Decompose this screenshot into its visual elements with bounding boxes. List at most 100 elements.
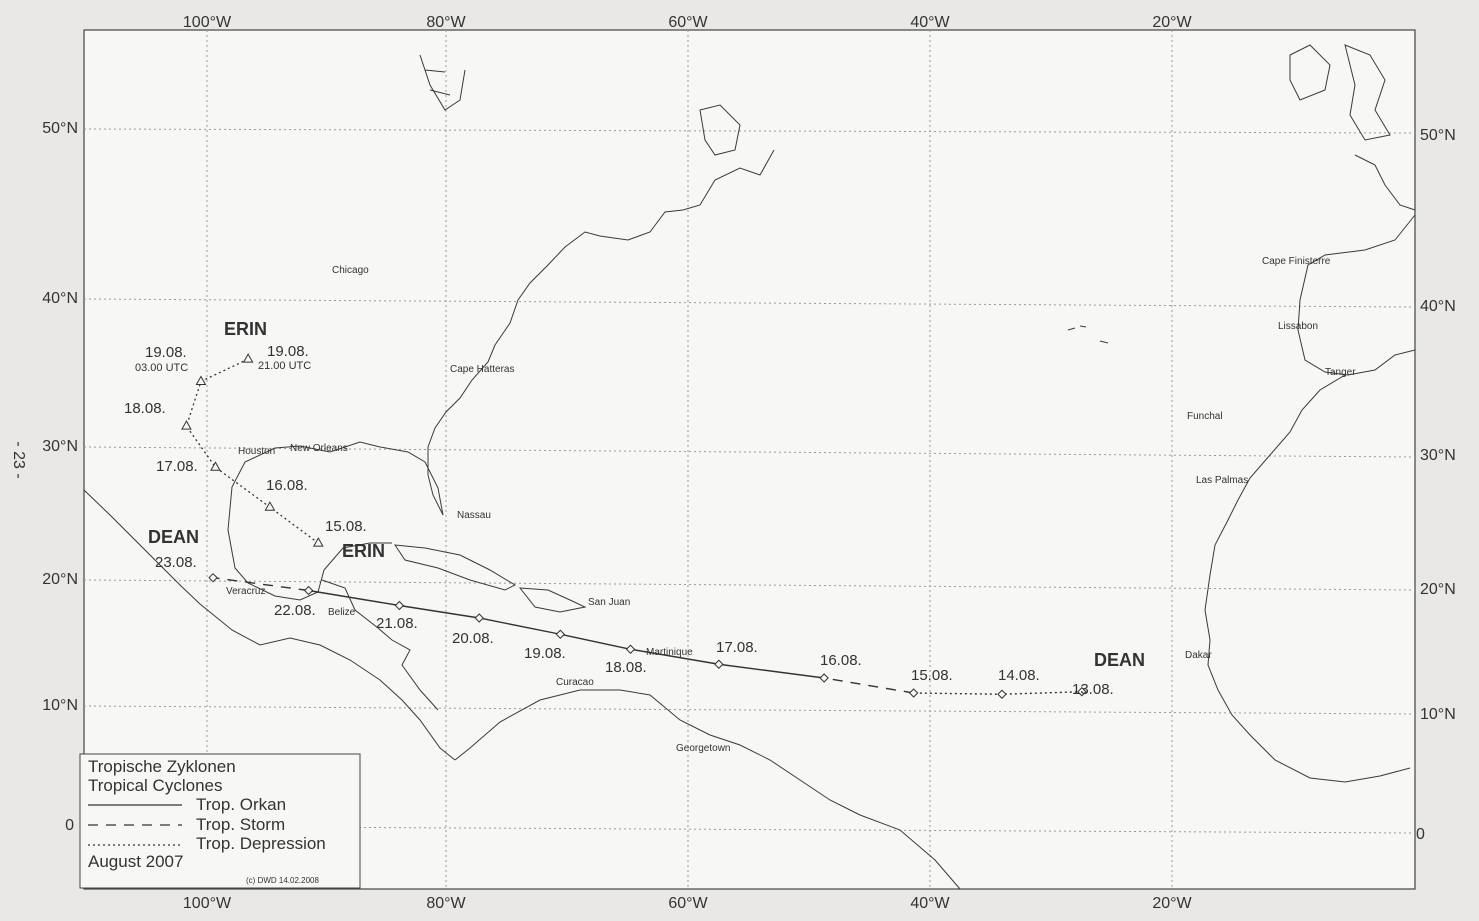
british-isles [1289, 44, 1391, 141]
city-label: Veracruz [226, 586, 265, 597]
dean-diamond-marker [1077, 687, 1087, 697]
city-label: Tanger [1325, 367, 1356, 378]
legend-depression: Trop. Depression [196, 834, 326, 853]
dean-date-label: 13.08. [1072, 681, 1114, 698]
dean-date-label: 17.08. [716, 639, 758, 656]
newfoundland [699, 104, 741, 156]
dean-diamond-marker [625, 644, 636, 654]
parallel-20n [83, 579, 1416, 591]
coastlines [83, 44, 1416, 890]
lat-label: 30°N [1420, 447, 1456, 464]
erin-triangle-marker [312, 537, 324, 547]
parallel-40n [83, 298, 1416, 308]
lat-label: 40°N [1420, 298, 1456, 315]
dean-diamond-marker [474, 613, 484, 623]
dean-name-west: DEAN [148, 527, 199, 547]
dean-track-storm [212, 576, 309, 592]
legend-storm: Trop. Storm [196, 815, 285, 834]
city-label: Houston [238, 446, 275, 457]
lon-label: 100°W [183, 895, 232, 912]
legend: Tropische Zyklonen Tropical Cyclones Tro… [79, 753, 361, 889]
city-label: Cape Hatteras [450, 364, 514, 375]
erin-triangle-marker [210, 461, 221, 471]
city-label: Chicago [332, 265, 369, 276]
erin-date-label: 15.08. [325, 518, 367, 535]
erin-date-label: 19.08. [145, 344, 187, 361]
erin-name-north: ERIN [224, 319, 267, 339]
city-label: Cape Finisterre [1262, 256, 1331, 267]
erin-name-south: ERIN [342, 541, 385, 561]
erin-time-label: 21.00 UTC [258, 360, 311, 372]
parallel-30n [83, 446, 1416, 458]
lat-labels-right: 50°N 40°N 30°N 20°N 10°N 0 [1416, 127, 1456, 843]
north-america-east-coast [227, 149, 775, 601]
lon-label: 80°W [426, 895, 466, 912]
lat-label: 20°N [42, 571, 78, 588]
lat-label: 20°N [1420, 581, 1456, 598]
lon-labels-bottom: 100°W 80°W 60°W 40°W 20°W [183, 895, 1193, 912]
africa-west-coast [1204, 374, 1411, 783]
dean-diamond-marker [908, 688, 919, 698]
city-label: San Juan [588, 597, 630, 608]
city-label: Dakar [1185, 650, 1212, 661]
erin-triangle-marker [264, 501, 276, 511]
city-label: Georgetown [676, 743, 730, 754]
lat-label: 10°N [1420, 706, 1456, 723]
track-markers [181, 353, 1087, 699]
dean-diamond-marker [997, 689, 1007, 699]
lat-label: 30°N [42, 438, 78, 455]
legend-period: August 2007 [88, 852, 183, 871]
dean-date-labels: 13.08. 14.08. 15.08. 16.08. 17.08. 18.08… [155, 554, 1114, 698]
dean-date-label: 23.08. [155, 554, 197, 571]
map-frame [83, 29, 1416, 890]
erin-date-label: 18.08. [124, 400, 166, 417]
erin-date-labels: 15.08. 16.08. 17.08. 18.08. 19.08. 03.00… [124, 343, 367, 535]
lat-label: 10°N [42, 697, 78, 714]
legend-title-de: Tropische Zyklonen [88, 757, 236, 776]
central-america [83, 489, 456, 761]
lon-label: 40°W [910, 895, 950, 912]
parallel-50n [83, 128, 1416, 134]
dean-diamond-marker [208, 572, 218, 583]
lat-label: 50°N [42, 120, 78, 137]
erin-date-label: 19.08. [267, 343, 309, 360]
city-label: Lissabon [1278, 321, 1318, 332]
parallel-10n [83, 705, 1416, 715]
cuba [393, 544, 517, 591]
lat-label: 0 [65, 817, 74, 834]
lon-label: 80°W [426, 14, 466, 31]
lat-labels-left: 50°N 40°N 30°N 20°N 10°N 0 [42, 120, 78, 834]
dean-date-label: 20.08. [452, 630, 494, 647]
city-label: Las Palmas [1196, 475, 1248, 486]
city-label: Curacao [556, 677, 594, 688]
dean-diamond-marker [303, 585, 314, 596]
page-number: - 23 - [10, 441, 27, 478]
legend-copyright: (c) DWD 14.02.2008 [246, 876, 319, 885]
dean-diamond-marker [714, 659, 724, 669]
lat-label: 40°N [42, 290, 78, 307]
legend-box [79, 753, 361, 889]
dean-date-label: 15.08. [911, 667, 953, 684]
lon-label: 100°W [183, 14, 232, 31]
south-america [454, 689, 961, 890]
france [1354, 154, 1416, 211]
dean-date-label: 22.08. [274, 602, 316, 619]
lon-label: 60°W [668, 895, 708, 912]
dean-track-depression [913, 691, 1082, 695]
erin-track [185, 358, 319, 544]
city-label: Funchal [1187, 411, 1223, 422]
dean-date-label: 16.08. [820, 652, 862, 669]
lon-label: 60°W [668, 14, 708, 31]
dean-diamond-marker [394, 600, 405, 611]
azores [1067, 325, 1109, 344]
legend-orkan: Trop. Orkan [196, 795, 286, 814]
erin-time-label: 03.00 UTC [135, 362, 188, 374]
city-labels: Chicago Cape Hatteras Houston New Orlean… [226, 256, 1356, 754]
erin-triangle-marker [242, 353, 254, 363]
dean-diamond-marker [555, 629, 566, 639]
legend-title-en: Tropical Cyclones [88, 776, 222, 795]
lon-label: 20°W [1152, 14, 1192, 31]
city-label: Nassau [457, 510, 491, 521]
lon-label: 20°W [1152, 895, 1192, 912]
